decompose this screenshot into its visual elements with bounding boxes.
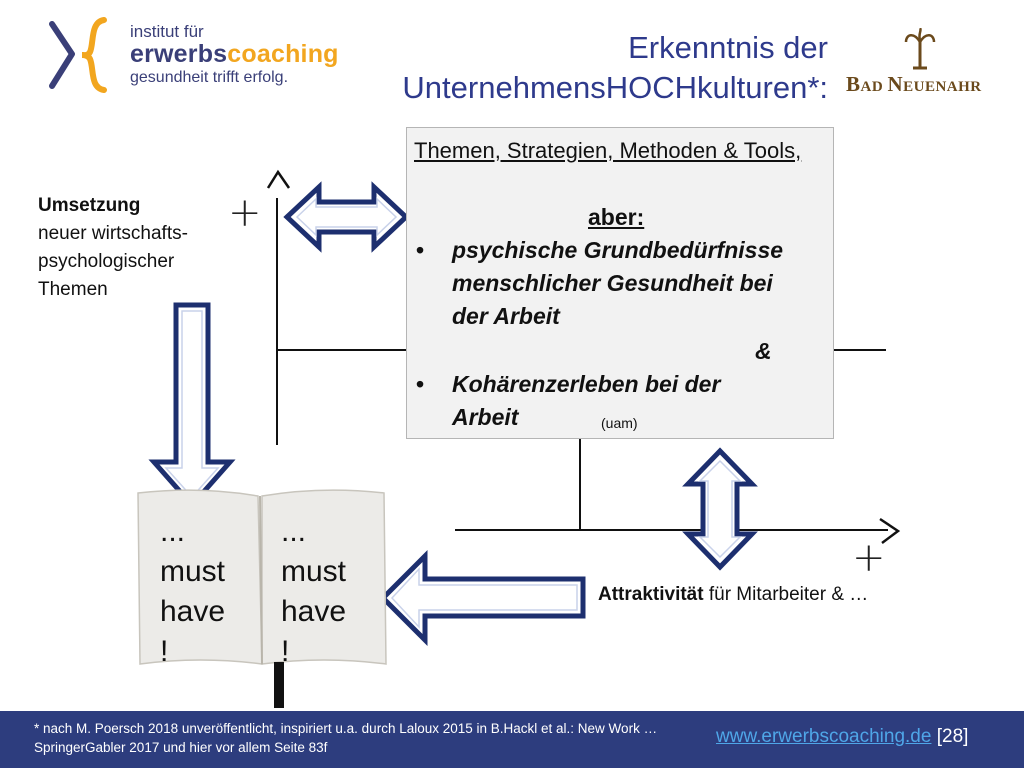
y-axis-arrow-icon bbox=[266, 169, 291, 189]
logo-text-line2: erwerbscoaching bbox=[130, 40, 339, 69]
bullet-2-text: Kohärenzerleben bei der Arbeit bbox=[452, 371, 721, 430]
footer-site: www.erwerbscoaching.de [28] bbox=[716, 726, 968, 748]
website-link[interactable]: www.erwerbscoaching.de bbox=[716, 726, 932, 747]
book-right-page-text: ... must have ! bbox=[281, 515, 347, 668]
bullet-item-2: • Kohärenzerleben bei der Arbeit bbox=[416, 368, 816, 438]
footnote: * nach M. Poersch 2018 unveröffentlicht,… bbox=[34, 719, 657, 757]
left-label-bold: Umsetzung bbox=[38, 195, 141, 216]
book-left-page-text: ... must have ! bbox=[160, 515, 226, 668]
left-label: Umsetzung neuer wirtschafts- psychologis… bbox=[38, 192, 188, 304]
brackets-logo-icon bbox=[49, 17, 107, 93]
title-line1: Erkenntnis der bbox=[628, 30, 828, 65]
logo-text-erwerbs: erwerbs bbox=[130, 40, 228, 68]
bullet-1-text: psychische Grundbedürfnisse menschlicher… bbox=[452, 237, 784, 329]
x-axis-plus-label: + bbox=[852, 535, 886, 581]
left-label-line4: Themen bbox=[38, 279, 108, 300]
bullet-dot-icon: • bbox=[416, 371, 425, 397]
page-number: [28] bbox=[931, 726, 969, 747]
y-axis-plus-label: + bbox=[228, 190, 262, 236]
left-label-line2: neuer wirtschafts- bbox=[38, 223, 188, 244]
x-axis-arrow-icon bbox=[879, 517, 901, 544]
bullet-dot-icon: • bbox=[416, 237, 425, 263]
double-arrow-vertical-icon bbox=[682, 447, 758, 571]
left-label-line3: psychologischer bbox=[38, 251, 175, 272]
box-heading: Themen, Strategien, Methoden & Tools, bbox=[414, 138, 802, 163]
uam-note: (uam) bbox=[601, 415, 638, 431]
footer-bar bbox=[0, 711, 1024, 768]
bullet-ampersand: & bbox=[755, 338, 772, 364]
footnote-line1: * nach M. Poersch 2018 unveröffentlicht,… bbox=[34, 721, 658, 736]
bad-neuenahr-logo: BAD NEUENAHR bbox=[846, 72, 982, 96]
fountain-icon bbox=[904, 28, 936, 70]
logo-text-line1: institut für bbox=[130, 22, 204, 41]
box-aber: aber: bbox=[588, 204, 645, 230]
title-line2: UnternehmensHOCHkulturen*: bbox=[402, 70, 828, 105]
logo-tagline: gesundheit trifft erfolg. bbox=[130, 69, 289, 86]
footnote-line2: SpringerGabler 2017 und hier vor allem S… bbox=[34, 740, 328, 755]
left-arrow-icon bbox=[379, 549, 586, 647]
bullet-item-1: • psychische Grundbedürfnisse menschlich… bbox=[416, 234, 816, 370]
double-arrow-horizontal-icon bbox=[283, 181, 410, 253]
attractiveness-label: Attraktivität für Mitarbeiter & … bbox=[598, 584, 869, 605]
slide-title: Erkenntnis der UnternehmensHOCHkulturen*… bbox=[402, 28, 828, 108]
content-box bbox=[406, 127, 834, 439]
down-arrow-icon bbox=[148, 302, 236, 509]
notebook-icon bbox=[137, 489, 387, 708]
logo-text-coaching: coaching bbox=[227, 40, 339, 68]
